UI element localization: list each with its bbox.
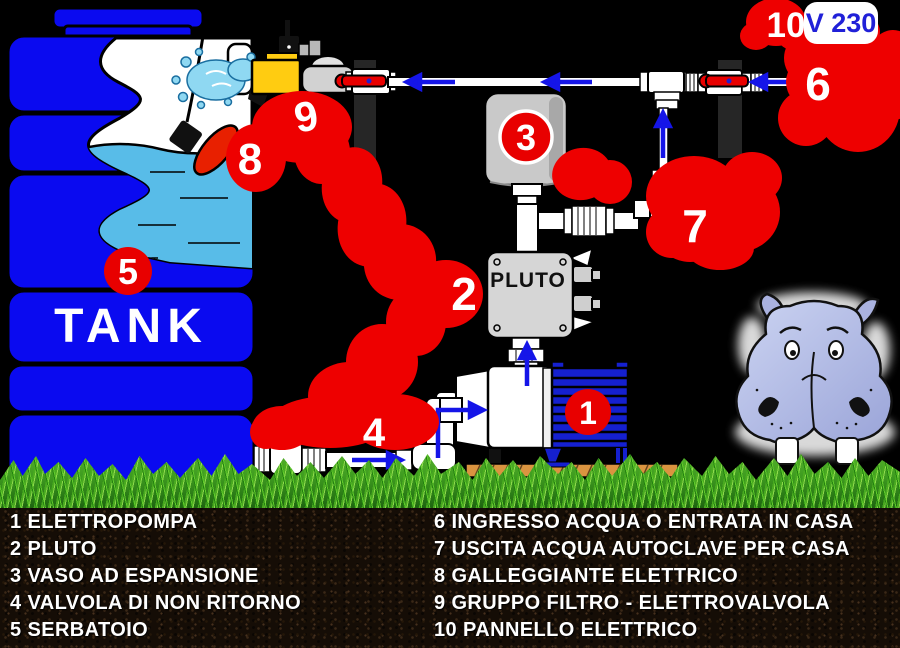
badge-3: 3	[516, 117, 536, 158]
badge-8: 8	[238, 135, 262, 184]
water-spray	[171, 47, 259, 110]
hippo-mascot	[735, 292, 895, 465]
pipe-tee	[647, 70, 685, 94]
tank-label: TANK	[54, 300, 208, 353]
badge-5: 5	[118, 251, 138, 292]
legend-item-4: 4 VALVOLA DI NON RITORNO	[10, 592, 302, 614]
coil-box	[279, 36, 299, 54]
legend-item-9: 9 GRUPPO FILTRO - ELETTROVALVOLA	[434, 592, 831, 614]
hippo-tooth-right	[835, 437, 859, 465]
hippo-freckles	[755, 388, 873, 430]
callout-blob-7	[552, 147, 782, 270]
electrovalve-body	[250, 58, 302, 96]
pluto-controller: PLUTO	[485, 247, 602, 340]
pipe-vessel-to-pluto	[515, 203, 539, 255]
legend-item-5: 5 SERBATOIO	[10, 619, 149, 641]
legend-item-6: 6 INGRESSO ACQUA O ENTRATA IN CASA	[434, 511, 854, 533]
badge-5-circle	[104, 247, 152, 295]
flow-arrows	[352, 71, 795, 471]
hippo-tooth-left	[775, 437, 799, 465]
voltage-panel-box	[804, 2, 878, 44]
float-counterweight	[169, 120, 202, 154]
float-switch	[169, 29, 239, 176]
pump-foot	[542, 447, 564, 464]
badge-10: 10	[767, 6, 806, 45]
badge-3-circle	[498, 109, 554, 165]
number-badges: 5 3 1 9 8 2 4 6 7 10	[104, 6, 831, 455]
hippo-eye-left	[784, 340, 800, 360]
badge-1: 1	[579, 395, 597, 431]
hippo-nostril-right	[849, 396, 870, 417]
soil-background	[0, 498, 900, 648]
callout-blob-main	[226, 91, 483, 450]
voltage-label: V 230	[806, 8, 877, 38]
legend-item-10: 10 PANNELLO ELETTRICO	[434, 619, 698, 641]
float-body	[193, 124, 239, 176]
legend-item-7: 7 USCITA ACQUA AUTOCLAVE PER CASA	[434, 538, 850, 560]
voltage-panel: V 230	[804, 2, 878, 44]
badge-6: 6	[805, 58, 831, 110]
badge-7: 7	[682, 200, 708, 252]
pipe-union	[571, 205, 607, 237]
hippo-nostril-left	[758, 396, 779, 417]
valve-handle-left	[341, 74, 387, 88]
coil-pin	[285, 20, 290, 38]
legend-item-1: 1 ELETTROPOMPA	[10, 511, 198, 533]
pluto-label: PLUTO	[490, 269, 566, 292]
pluto-box	[485, 250, 575, 340]
hippo-eye-right	[828, 340, 844, 360]
badge-2: 2	[451, 268, 477, 320]
legend-item-2: 2 PLUTO	[10, 538, 97, 560]
expansion-vessel-group	[483, 91, 677, 255]
cable-glands	[572, 265, 602, 313]
badge-1-circle	[565, 389, 611, 435]
legend-item-8: 8 GALLEGGIANTE ELETTRICO	[434, 565, 739, 587]
legend-item-3: 3 VASO AD ESPANSIONE	[10, 565, 259, 587]
badge-4: 4	[363, 411, 386, 455]
